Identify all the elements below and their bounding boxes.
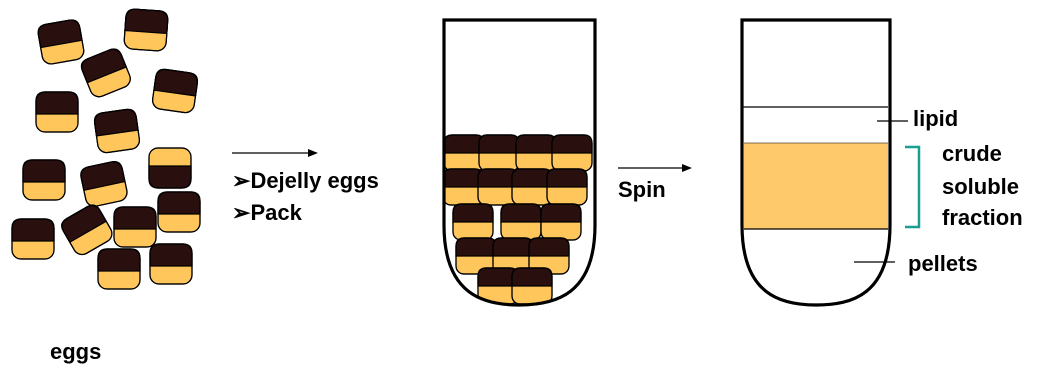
- lipid-label: lipid: [913, 108, 958, 130]
- pellets-label: pellets: [908, 253, 978, 275]
- crude-soluble-fraction-band: [744, 143, 888, 229]
- step-pack: ➢Pack: [232, 202, 302, 224]
- step-pack-text: Pack: [250, 200, 301, 225]
- egg-icon: [114, 207, 156, 247]
- fraction-bracket: [905, 147, 919, 227]
- egg-icon: [12, 219, 54, 259]
- fraction-label-crude: crude: [942, 143, 1002, 165]
- egg-icon: [98, 249, 140, 289]
- fraction-label-fraction: fraction: [942, 207, 1023, 229]
- packed-eggs: [443, 135, 592, 304]
- tube-packed-eggs: [443, 20, 595, 305]
- fraction-label-soluble: soluble: [942, 176, 1019, 198]
- egg-icon: [79, 160, 128, 208]
- egg-icon: [158, 192, 200, 232]
- spin-label: Spin: [618, 179, 666, 201]
- eggs-label: eggs: [50, 341, 101, 363]
- bullet-arrow-icon: ➢: [232, 200, 250, 225]
- arrow-dejelly: [232, 149, 318, 157]
- egg-icon: [36, 92, 78, 132]
- egg-icon: [151, 68, 198, 113]
- egg-icon: [124, 9, 169, 52]
- egg-icon: [37, 19, 85, 66]
- egg-icon: [150, 244, 192, 284]
- loose-eggs: [12, 9, 200, 289]
- egg-icon: [79, 47, 133, 100]
- egg-icon: [23, 160, 65, 200]
- step-dejelly-text: Dejelly eggs: [250, 168, 378, 193]
- step-dejelly: ➢Dejelly eggs: [232, 170, 379, 192]
- egg-icon: [149, 148, 191, 188]
- egg-icon: [93, 108, 140, 153]
- arrow-spin: [618, 164, 692, 172]
- bullet-arrow-icon: ➢: [232, 168, 250, 193]
